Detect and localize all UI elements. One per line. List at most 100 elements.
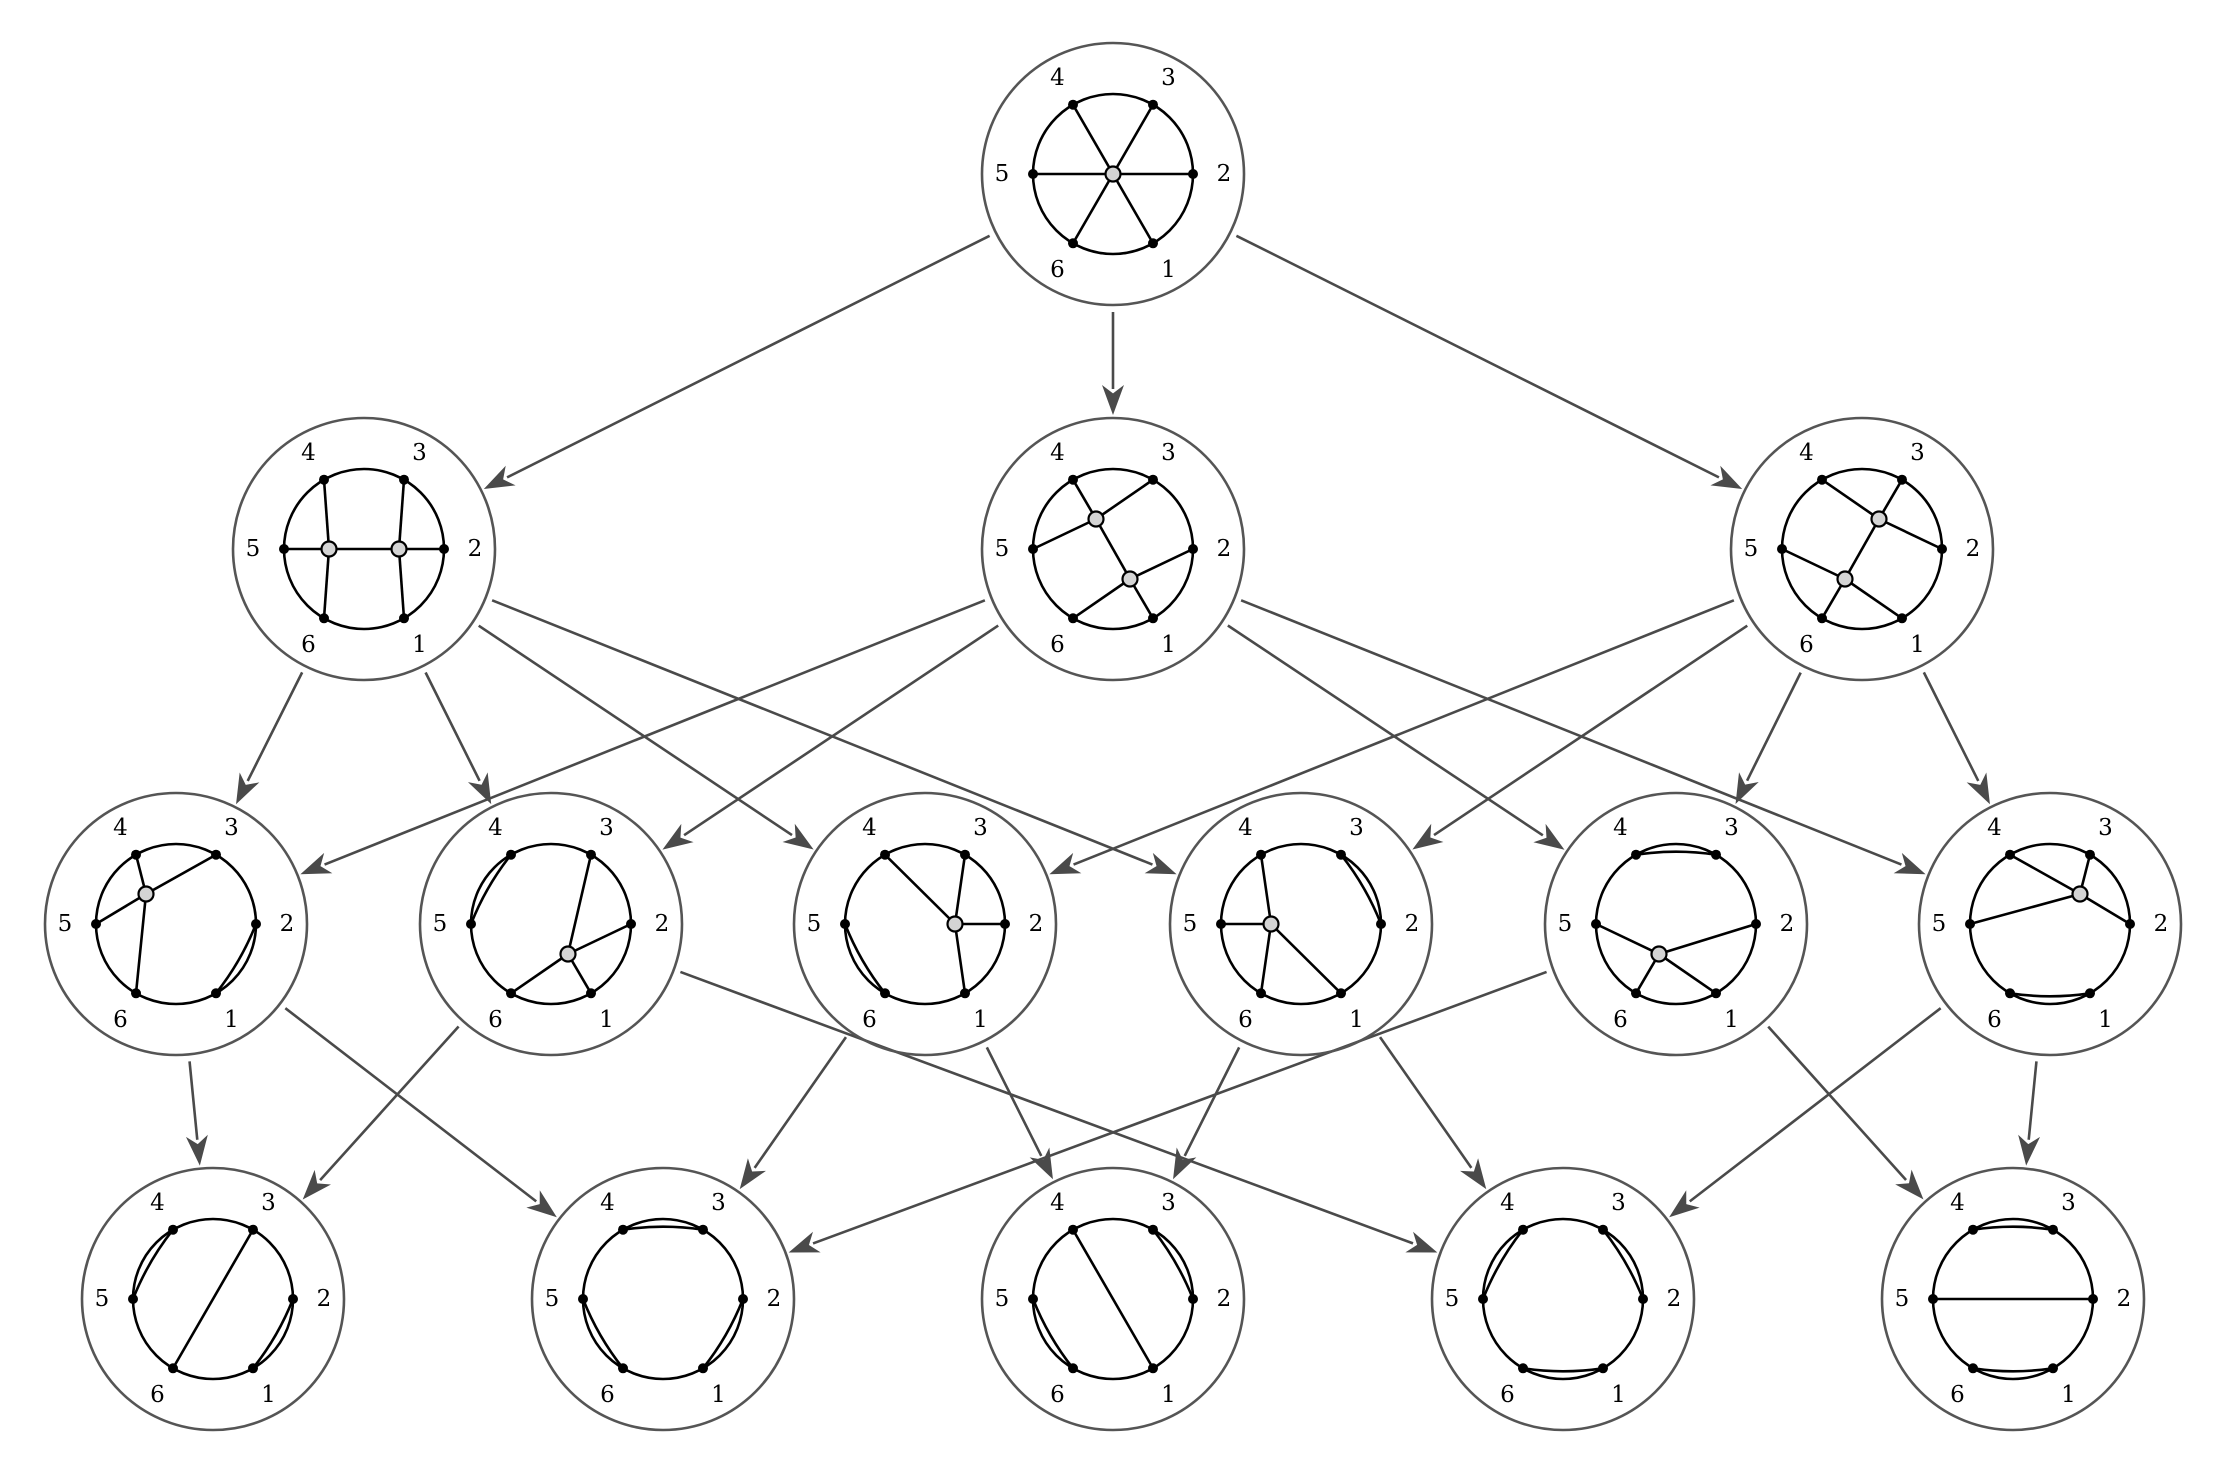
arrowhead-icon	[1412, 823, 1444, 850]
boundary-circle	[581, 1217, 745, 1381]
graph-edge-4-3	[1635, 850, 1717, 857]
vertex-label-2: 2	[1667, 1286, 1682, 1312]
arrow-shaft	[1227, 624, 1544, 837]
internal-vertex	[559, 945, 577, 963]
arrowhead-icon	[1029, 1147, 1053, 1180]
vertex-label-3: 3	[1910, 440, 1925, 466]
node-outer-ring	[1917, 791, 2183, 1057]
arrow-shaft	[491, 599, 1153, 866]
vertex-label-5: 5	[246, 536, 261, 562]
graph-edge-4-5	[131, 1228, 175, 1300]
internal-vertex	[1104, 165, 1122, 183]
boundary-vertex-1	[1598, 1363, 1608, 1374]
boundary-vertex-5	[1478, 1294, 1488, 1304]
boundary-vertex-1	[399, 613, 409, 624]
graph-edge-4-c1	[884, 853, 956, 925]
boundary-vertex-6	[131, 988, 141, 999]
boundary-vertex-6	[506, 988, 516, 999]
boundary-vertex-5	[1965, 919, 1975, 929]
boundary-vertex-2	[1188, 544, 1198, 554]
vertex-label-6: 6	[113, 1007, 128, 1033]
internal-vertex	[1087, 510, 1105, 528]
boundary-vertex-2	[1638, 1294, 1648, 1304]
boundary-vertex-2	[738, 1294, 748, 1304]
vertex-label-2: 2	[1217, 536, 1232, 562]
vertex-label-6: 6	[150, 1382, 165, 1408]
arrow-shaft	[1235, 234, 1720, 479]
arrow-top-to-mid-center	[1102, 312, 1124, 415]
vertex-label-1: 1	[1161, 1382, 1176, 1408]
arrowhead-icon	[1895, 1169, 1924, 1200]
boundary-vertex-5	[1216, 919, 1226, 929]
internal-vertex	[2071, 885, 2089, 903]
boundary-vertex-6	[1631, 988, 1641, 999]
arrow-shaft	[284, 1007, 538, 1203]
vertex-label-1: 1	[224, 1007, 239, 1033]
arrowhead-icon	[483, 465, 516, 490]
arrowhead-icon	[1102, 385, 1124, 415]
vertex-label-6: 6	[600, 1382, 615, 1408]
vertex-label-2: 2	[1217, 161, 1232, 187]
boundary-vertex-1	[960, 988, 970, 999]
arrow-shaft	[812, 970, 1548, 1245]
boundary-vertex-6	[1068, 613, 1078, 624]
graph-edge-a-b	[1843, 518, 1881, 580]
vertex-label-6: 6	[1050, 257, 1065, 283]
boundary-vertex-4	[618, 1224, 628, 1235]
boundary-vertex-6	[1518, 1363, 1528, 1374]
boundary-vertex-3	[698, 1224, 708, 1235]
boundary-vertex-1	[698, 1363, 708, 1374]
graph-edge-2-1	[214, 923, 258, 995]
arrow-shaft	[1922, 671, 1980, 782]
boundary-vertex-6	[1256, 988, 1266, 999]
vertex-label-4: 4	[1613, 815, 1628, 841]
arrowhead-icon	[1460, 1158, 1487, 1190]
boundary-vertex-1	[2048, 1363, 2058, 1374]
vertex-label-5: 5	[995, 536, 1010, 562]
boundary-vertex-2	[1188, 1294, 1198, 1304]
vertex-label-1: 1	[973, 1007, 988, 1033]
graph-edge-2-c1	[1658, 922, 1757, 956]
vertex-label-4: 4	[1799, 440, 1814, 466]
vertex-label-2: 2	[1780, 911, 1795, 937]
arrow-shaft	[679, 970, 1414, 1245]
boundary-vertex-4	[168, 1224, 178, 1235]
vertex-label-4: 4	[150, 1190, 165, 1216]
boundary-vertex-1	[211, 988, 221, 999]
vertex-label-2: 2	[655, 911, 670, 937]
graph-edge-5-c1	[95, 892, 147, 926]
arrowhead-icon	[1405, 1231, 1438, 1253]
vertex-label-5: 5	[1558, 911, 1573, 937]
boundary-vertex-4	[506, 849, 516, 860]
graph-edge-6-1	[1522, 1366, 1604, 1373]
graph-edge-2-1	[701, 1298, 745, 1370]
graph-edge-6-b	[1072, 577, 1131, 620]
boundary-vertex-3	[248, 1224, 258, 1235]
arrowhead-icon	[739, 1158, 766, 1190]
graph-edge-5-6	[1031, 1298, 1075, 1370]
node-outer-ring	[418, 791, 684, 1057]
boundary-vertex-4	[1068, 1224, 1078, 1235]
graph-edge-2-a	[1878, 517, 1943, 551]
arrow-l3-3-to-b-2	[739, 1036, 848, 1190]
arrowhead-icon	[1710, 465, 1743, 490]
vertex-label-5: 5	[433, 911, 448, 937]
boundary-vertex-6	[1968, 1363, 1978, 1374]
internal-vertex	[137, 885, 155, 903]
vertex-label-3: 3	[1161, 440, 1176, 466]
graph-edge-2-c1	[2079, 892, 2131, 926]
graph-edge-6-1	[2009, 991, 2091, 998]
arrowhead-icon	[1893, 852, 1926, 875]
arrow-shaft	[985, 1046, 1043, 1157]
boundary-vertex-4	[1968, 1224, 1978, 1235]
boundary-vertex-3	[2085, 849, 2095, 860]
arrow-top-to-mid-left	[483, 234, 991, 490]
arrowhead-icon	[185, 1134, 208, 1166]
boundary-vertex-1	[1148, 613, 1158, 624]
arrowhead-icon	[2018, 1134, 2041, 1166]
arrow-mid-right-to-l3-5	[1735, 672, 1802, 804]
boundary-vertex-2	[251, 919, 261, 929]
